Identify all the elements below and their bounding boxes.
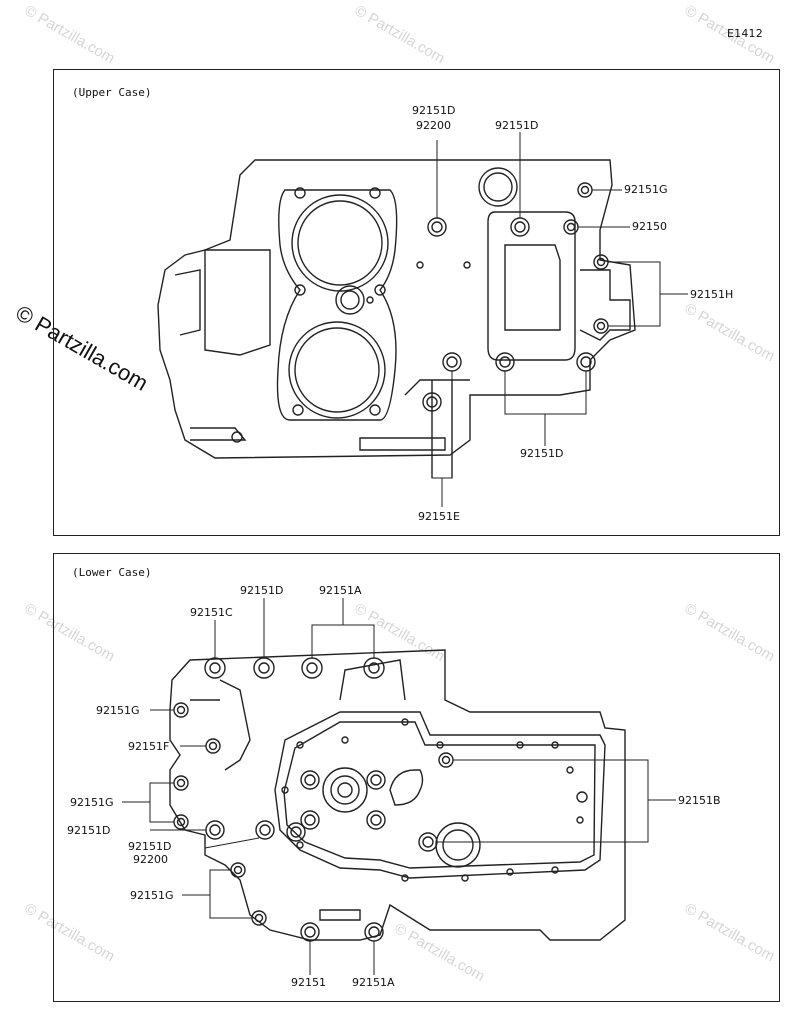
part-label[interactable]: 92151B	[678, 794, 721, 807]
lower-case-outline	[169, 649, 626, 941]
part-label[interactable]: 92151D	[67, 824, 111, 837]
part-label[interactable]: 92151D	[240, 584, 284, 597]
part-label[interactable]: 92151A	[352, 976, 395, 989]
upper-case-title: (Upper Case)	[72, 86, 152, 99]
lower-bolts	[173, 657, 588, 942]
upper-case-panel: (Upper Case)	[53, 69, 780, 536]
part-label[interactable]: 92151D	[495, 119, 539, 132]
part-label[interactable]: 92151G	[624, 183, 668, 196]
part-label[interactable]: 92151D	[128, 840, 172, 853]
part-label[interactable]: 92151C	[190, 606, 233, 619]
part-label[interactable]: 92151A	[319, 584, 362, 597]
part-label[interactable]: 92150	[632, 220, 667, 233]
part-label[interactable]: 92151D	[520, 447, 564, 460]
part-label[interactable]: 92151G	[70, 796, 114, 809]
part-label[interactable]: 92151G	[130, 889, 174, 902]
diagram-code: E1412	[727, 27, 763, 40]
oil-pan-gasket	[274, 711, 606, 879]
part-label[interactable]: 92200	[416, 119, 451, 132]
lower-case-panel: (Lower Case)	[53, 553, 780, 1002]
cover-plate	[487, 211, 576, 361]
part-label[interactable]: 92151D	[412, 104, 456, 117]
head-gasket	[276, 189, 398, 421]
lower-case-title: (Lower Case)	[72, 566, 152, 579]
part-label[interactable]: 92151G	[96, 704, 140, 717]
part-label[interactable]: 92151E	[418, 510, 460, 523]
upper-case-outline	[157, 159, 636, 459]
part-label[interactable]: 92151F	[128, 740, 170, 753]
part-label[interactable]: 92200	[133, 853, 168, 866]
part-label[interactable]: 92151H	[690, 288, 734, 301]
part-label[interactable]: 92151	[291, 976, 326, 989]
